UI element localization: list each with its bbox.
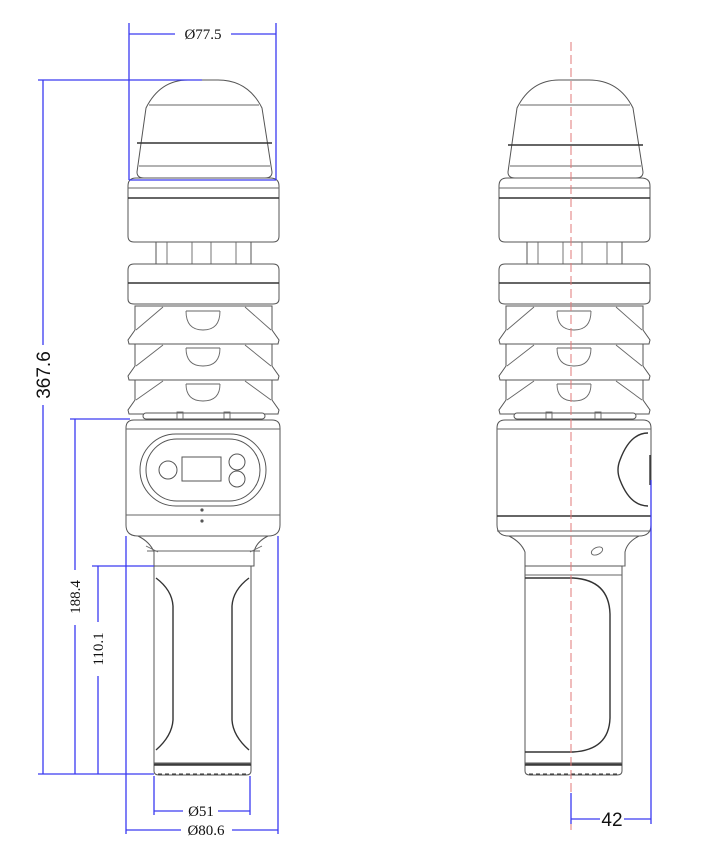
- svg-text:367.6: 367.6: [34, 351, 55, 399]
- front-view: [125, 79, 281, 776]
- svg-text:42: 42: [601, 810, 622, 831]
- svg-text:Ø77.5: Ø77.5: [184, 27, 221, 43]
- handle: [153, 565, 252, 764]
- dimension-body-diameter: Ø80.6: [125, 536, 279, 839]
- button-up-icon: [228, 453, 246, 471]
- display-panel: [139, 433, 267, 523]
- display-profile: [617, 432, 649, 507]
- button-down-icon: [228, 470, 246, 488]
- lcd-screen: [181, 456, 222, 482]
- svg-text:Ø80.6: Ø80.6: [187, 823, 225, 839]
- radiation-shield-louvers: [127, 305, 280, 421]
- dimension-handle-diameter: Ø51: [153, 776, 251, 820]
- dimension-top-diameter: Ø77.5: [128, 23, 277, 181]
- side-view: [496, 42, 652, 830]
- svg-text:188.4: 188.4: [68, 580, 84, 614]
- dimension-side-offset: 42: [570, 480, 652, 831]
- dimension-overall-height: 367.6: [34, 79, 202, 775]
- svg-text:110.1: 110.1: [91, 632, 107, 665]
- dimension-lower-height: 188.4: [68, 418, 130, 774]
- svg-text:Ø51: Ø51: [188, 804, 214, 820]
- power-button-icon: [158, 460, 178, 480]
- dimension-handle-height: 110.1: [91, 565, 154, 774]
